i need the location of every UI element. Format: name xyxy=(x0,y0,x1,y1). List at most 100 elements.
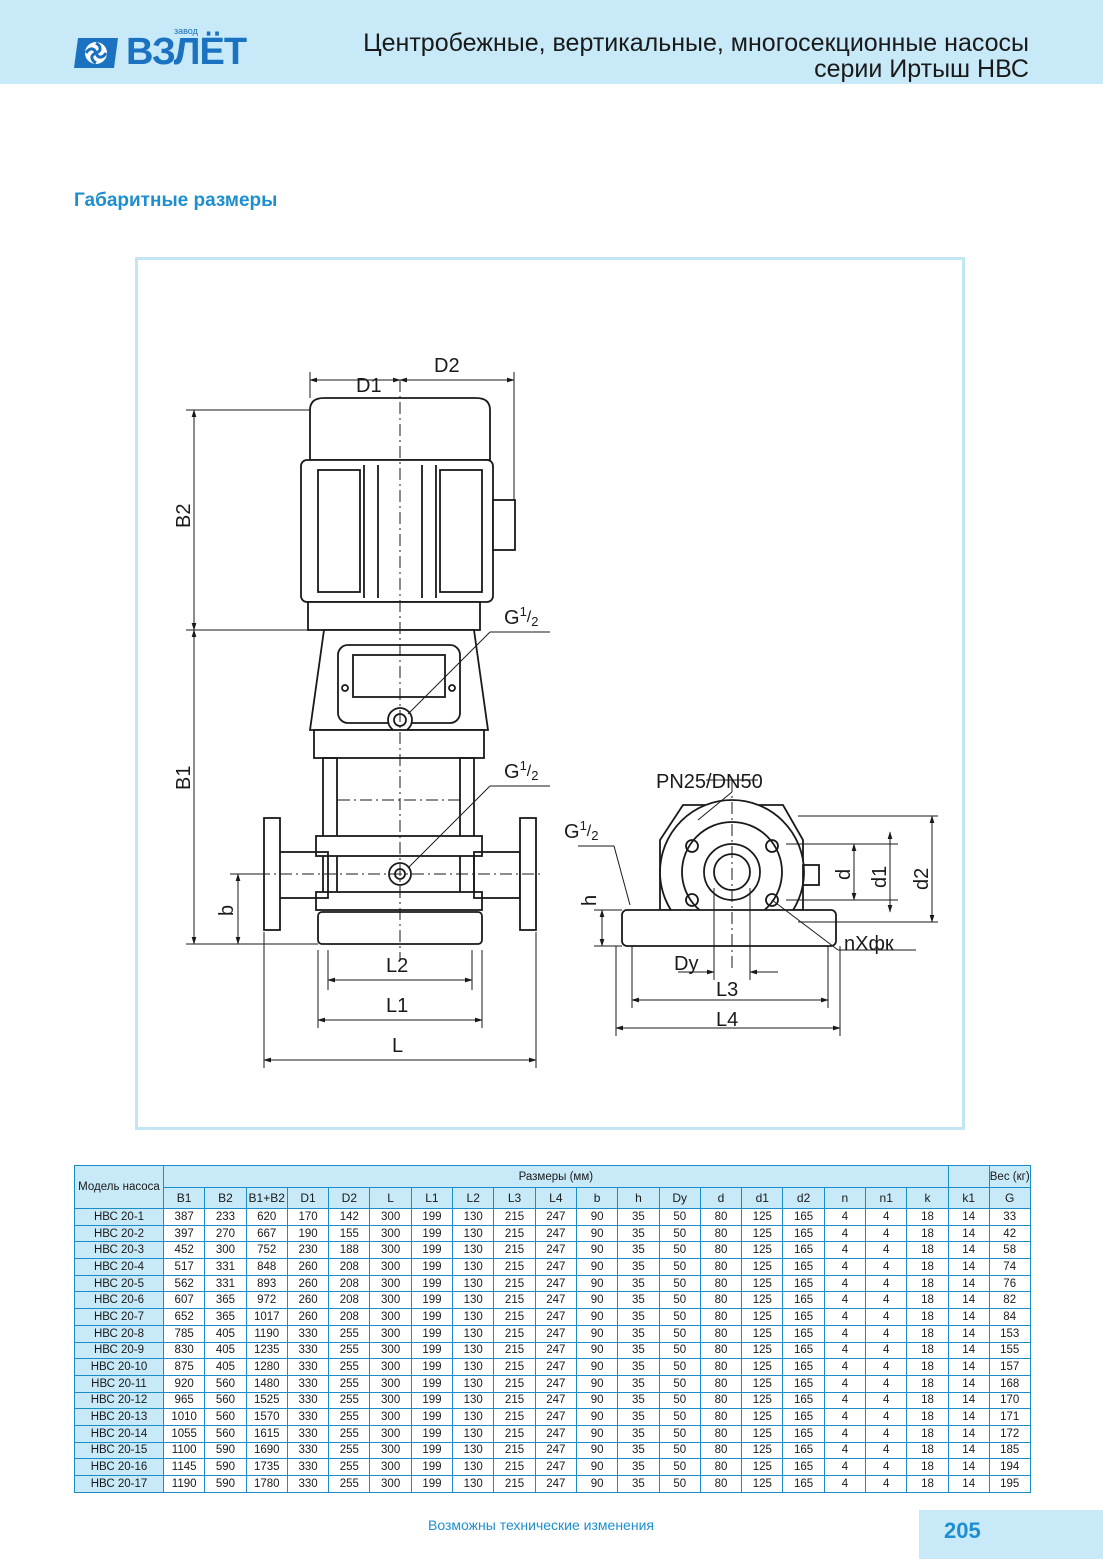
table-cell: 18 xyxy=(906,1458,949,1476)
table-cell: 90 xyxy=(575,1358,619,1376)
table-cell: 260 xyxy=(286,1258,330,1276)
table-cell: 80 xyxy=(699,1391,743,1410)
table-cell: 199 xyxy=(410,1324,454,1343)
table-cell: 330 xyxy=(286,1424,330,1443)
table-cell: 405 xyxy=(204,1341,247,1360)
table-cell: 255 xyxy=(328,1391,371,1410)
table-cell: 300 xyxy=(369,1291,412,1310)
table-cell: 848 xyxy=(245,1258,288,1276)
table-cell: 18 xyxy=(906,1274,949,1293)
table-cell: 4 xyxy=(823,1424,867,1443)
table-cell: 330 xyxy=(286,1374,330,1393)
table-cell: 153 xyxy=(988,1324,1031,1343)
table-cell: 125 xyxy=(741,1341,784,1360)
table-cell: 4 xyxy=(865,1208,908,1226)
table-cell: 893 xyxy=(245,1274,288,1293)
table-cell: 50 xyxy=(658,1441,701,1460)
table-cell: 90 xyxy=(575,1324,619,1343)
table-cell: 1280 xyxy=(245,1358,288,1376)
table-cell: 50 xyxy=(658,1308,701,1326)
dim-label-g-side: G1/2 xyxy=(564,818,598,843)
table-cell: 14 xyxy=(947,1341,990,1360)
table-cell: 50 xyxy=(658,1458,701,1476)
model-cell: НВС 20-11 xyxy=(74,1374,164,1393)
column-header: Dy xyxy=(658,1187,701,1209)
column-header: B1 xyxy=(162,1187,206,1209)
table-cell: 125 xyxy=(741,1208,784,1226)
table-cell: 875 xyxy=(162,1358,206,1376)
table-cell: 80 xyxy=(699,1408,743,1426)
model-cell: НВС 20-5 xyxy=(74,1274,164,1293)
table-cell: 165 xyxy=(782,1358,825,1376)
table-cell: 590 xyxy=(204,1475,247,1493)
table-cell: 215 xyxy=(493,1324,536,1343)
table-cell: 18 xyxy=(906,1408,949,1426)
model-cell: НВС 20-14 xyxy=(74,1424,164,1443)
dim-label-h: h xyxy=(579,895,601,906)
dim-label-l2: L2 xyxy=(386,955,408,977)
table-cell: 1735 xyxy=(245,1458,288,1476)
table-cell: 255 xyxy=(328,1408,371,1426)
table-cell: 4 xyxy=(823,1458,867,1476)
table-cell: 130 xyxy=(452,1291,495,1310)
table-cell: 165 xyxy=(782,1324,825,1343)
table-cell: 35 xyxy=(617,1324,660,1343)
dim-label-d2-motor: D2 xyxy=(434,355,460,377)
technical-drawing-frame: D1 D2 B2 B1 b L2 L1 L G1/2 G1/2 G1/2 PN2… xyxy=(135,257,965,1130)
table-cell: 300 xyxy=(369,1224,412,1243)
table-cell: 255 xyxy=(328,1458,371,1476)
dim-label-d: d xyxy=(833,869,855,880)
table-cell: 330 xyxy=(286,1441,330,1460)
table-cell: 14 xyxy=(947,1458,990,1476)
table-cell: 4 xyxy=(865,1258,908,1276)
table-cell: 208 xyxy=(328,1291,371,1310)
table-cell: 920 xyxy=(162,1374,206,1393)
table-cell: 35 xyxy=(617,1374,660,1393)
table-cell: 300 xyxy=(204,1241,247,1260)
table-cell: 4 xyxy=(823,1241,867,1260)
table-cell: 255 xyxy=(328,1441,371,1460)
table-cell: 560 xyxy=(204,1408,247,1426)
table-cell: 90 xyxy=(575,1308,619,1326)
table-cell: 130 xyxy=(452,1441,495,1460)
table-cell: 4 xyxy=(865,1374,908,1393)
column-header: B1+B2 xyxy=(245,1187,288,1209)
table-cell: 1017 xyxy=(245,1308,288,1326)
table-cell: 130 xyxy=(452,1241,495,1260)
table-cell: 130 xyxy=(452,1358,495,1376)
table-cell: 14 xyxy=(947,1424,990,1443)
column-header: L3 xyxy=(493,1187,536,1209)
table-cell: 35 xyxy=(617,1241,660,1260)
table-cell: 1100 xyxy=(162,1441,206,1460)
table-cell: 4 xyxy=(865,1274,908,1293)
flange-spec-label: PN25/DN50 xyxy=(656,771,763,793)
table-cell: 652 xyxy=(162,1308,206,1326)
table-cell: 14 xyxy=(947,1475,990,1493)
column-header: d2 xyxy=(782,1187,825,1209)
model-cell: НВС 20-16 xyxy=(74,1458,164,1476)
table-cell: 365 xyxy=(204,1291,247,1310)
table-cell: 18 xyxy=(906,1424,949,1443)
table-cell: 90 xyxy=(575,1408,619,1426)
table-cell: 260 xyxy=(286,1274,330,1293)
model-cell: НВС 20-7 xyxy=(74,1308,164,1326)
table-cell: 125 xyxy=(741,1258,784,1276)
table-cell: 14 xyxy=(947,1358,990,1376)
table-cell: 190 xyxy=(286,1224,330,1243)
table-cell: 199 xyxy=(410,1341,454,1360)
table-cell: 74 xyxy=(988,1258,1031,1276)
table-cell: 4 xyxy=(823,1274,867,1293)
table-cell: 247 xyxy=(534,1424,577,1443)
table-cell: 330 xyxy=(286,1324,330,1343)
title-line-2: серии Иртыш НВС xyxy=(814,55,1029,83)
table-cell: 965 xyxy=(162,1391,206,1410)
table-cell: 1190 xyxy=(162,1475,206,1493)
table-cell: 215 xyxy=(493,1358,536,1376)
table-cell: 130 xyxy=(452,1308,495,1326)
model-cell: НВС 20-1 xyxy=(74,1208,164,1226)
table-cell: 90 xyxy=(575,1274,619,1293)
table-cell: 330 xyxy=(286,1458,330,1476)
table-cell: 199 xyxy=(410,1274,454,1293)
